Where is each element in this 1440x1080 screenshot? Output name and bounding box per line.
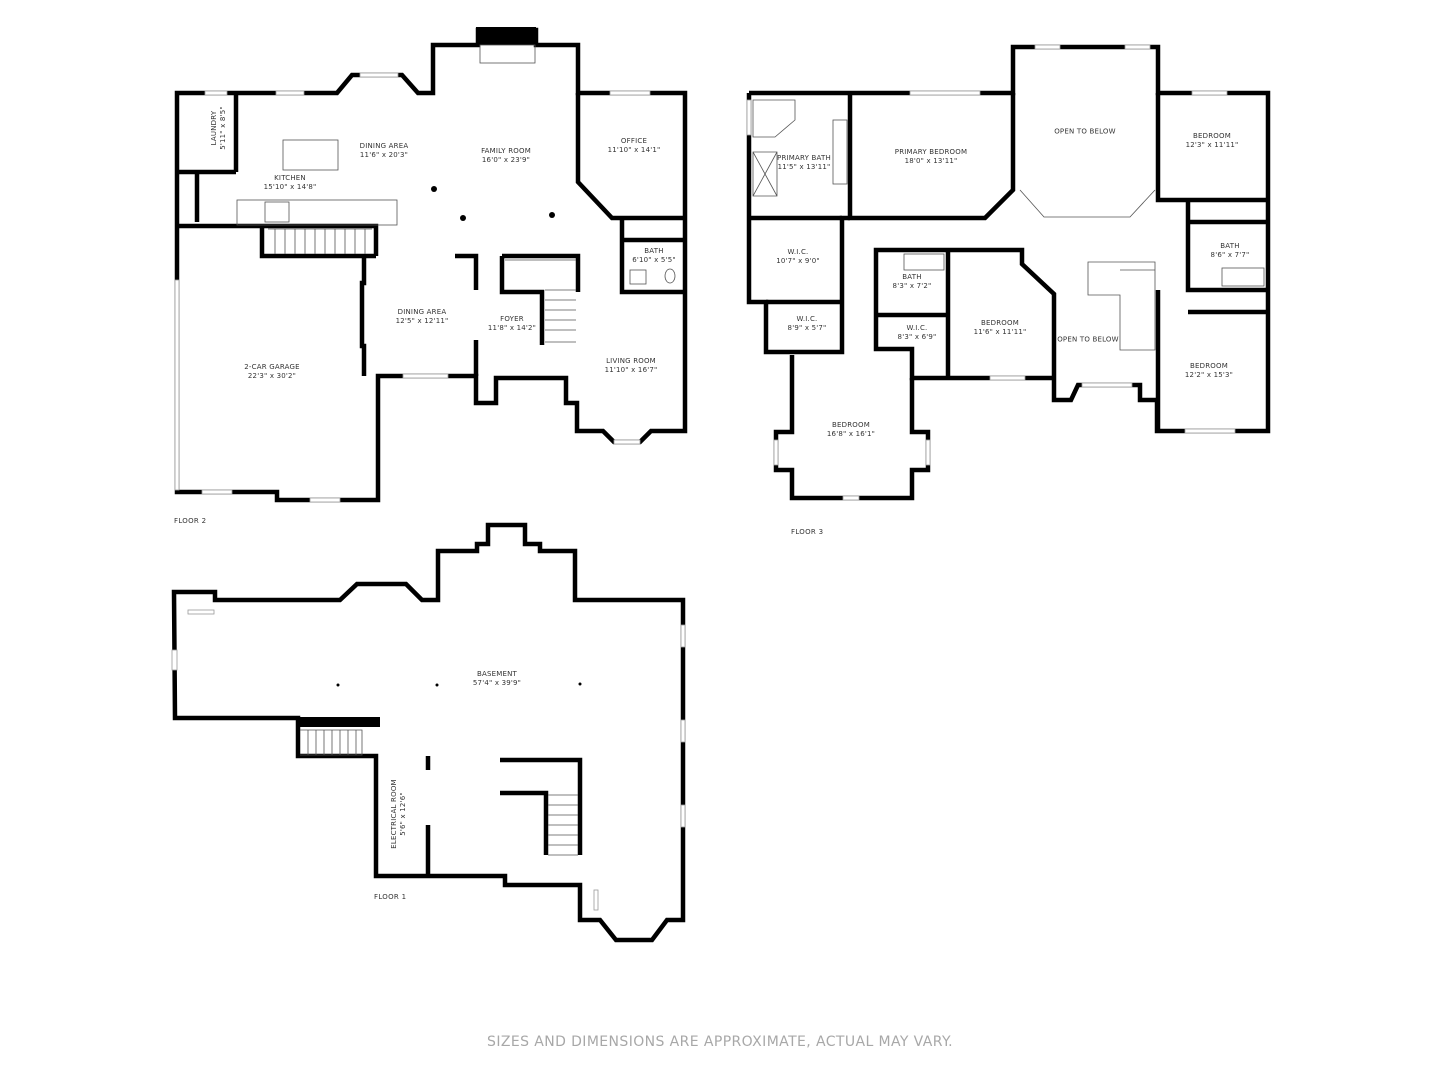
room-name: OFFICE: [620, 137, 648, 145]
floor-3-walls: [746, 44, 1271, 501]
room-dims: 6'10" x 5'5": [632, 256, 676, 264]
room-name: BATH: [1220, 242, 1240, 250]
room-name: 2-CAR GARAGE: [244, 363, 300, 371]
room-dims: 12'5" x 12'11": [395, 317, 449, 325]
room-dims: 8'6" x 7'7": [1210, 251, 1250, 259]
floor-2-details: [174, 27, 676, 503]
room-dims: 18'0" x 13'11": [904, 157, 958, 165]
room-wic-primary: W.I.C.10'7" x 9'0": [776, 248, 820, 266]
room-dims: 11'5" x 13'11": [777, 163, 831, 171]
room-dims: 15'10" x 14'8": [263, 183, 317, 191]
room-name: FAMILY ROOM: [481, 147, 531, 155]
room-name: OPEN TO BELOW: [1054, 127, 1116, 136]
floor-1-label: FLOOR 1: [374, 893, 407, 901]
floor-1-details: [171, 609, 686, 911]
room-name: LAUNDRY: [210, 110, 218, 146]
room-dims: 11'6" x 20'3": [359, 151, 409, 159]
room-name: W.I.C.: [906, 324, 928, 332]
room-name: KITCHEN: [274, 174, 306, 182]
room-open-to-below-lower: OPEN TO BELOW: [1057, 336, 1119, 345]
room-name: BEDROOM: [981, 319, 1019, 327]
floor-2-label: FLOOR 2: [174, 517, 207, 525]
floor-2-walls: [174, 27, 688, 503]
room-name: ELECTRICAL ROOM: [390, 779, 398, 849]
room-dims: 16'0" x 23'9": [481, 156, 531, 164]
room-dims: 8'3" x 7'2": [892, 282, 932, 290]
room-dims: 8'3" x 6'9": [897, 333, 937, 341]
room-dims: 11'10" x 14'1": [607, 146, 661, 154]
floor-1-walls: [171, 522, 686, 943]
room-dims: 5'11" x 8'5": [219, 106, 227, 150]
disclaimer-text: SIZES AND DIMENSIONS ARE APPROXIMATE, AC…: [487, 1034, 953, 1050]
room-name: PRIMARY BEDROOM: [894, 148, 968, 156]
room-dims: 11'6" x 11'11": [973, 328, 1027, 336]
room-dims: 12'3" x 11'11": [1185, 141, 1239, 149]
room-name: PRIMARY BATH: [777, 154, 831, 162]
room-dims: 22'3" x 30'2": [247, 372, 297, 380]
room-name: BATH: [902, 273, 922, 281]
room-name: BASEMENT: [476, 670, 518, 678]
room-dims: 5'6" x 12'6": [399, 792, 407, 836]
room-name: BEDROOM: [832, 421, 870, 429]
room-name: W.I.C.: [787, 248, 809, 256]
room-dims: 8'9" x 5'7": [787, 324, 827, 332]
room-open-to-below-upper: OPEN TO BELOW: [1054, 128, 1116, 137]
room-name: DINING AREA: [359, 142, 409, 150]
room-dims: 10'7" x 9'0": [776, 257, 820, 265]
room-name: FOYER: [500, 315, 524, 323]
room-wic-small: W.I.C.8'9" x 5'7": [788, 315, 827, 333]
room-name: OPEN TO BELOW: [1057, 335, 1119, 344]
room-dims: 57'4" x 39'9": [472, 679, 522, 687]
room-dims: 16'8" x 16'1": [826, 430, 876, 438]
floor-3-details: [746, 44, 1265, 501]
room-name: BEDROOM: [1193, 132, 1231, 140]
room-dims: 11'10" x 16'7": [604, 366, 658, 374]
room-name: LIVING ROOM: [606, 357, 656, 365]
room-dims: 12'2" x 15'3": [1184, 371, 1234, 379]
room-name: W.I.C.: [796, 315, 818, 323]
room-wic-center: W.I.C.8'3" x 6'9": [898, 324, 937, 342]
room-dims: 11'8" x 14'2": [487, 324, 537, 332]
room-name: BATH: [644, 247, 664, 255]
room-name: DINING AREA: [397, 308, 447, 316]
floor-3-label: FLOOR 3: [791, 528, 824, 536]
room-name: BEDROOM: [1190, 362, 1228, 370]
